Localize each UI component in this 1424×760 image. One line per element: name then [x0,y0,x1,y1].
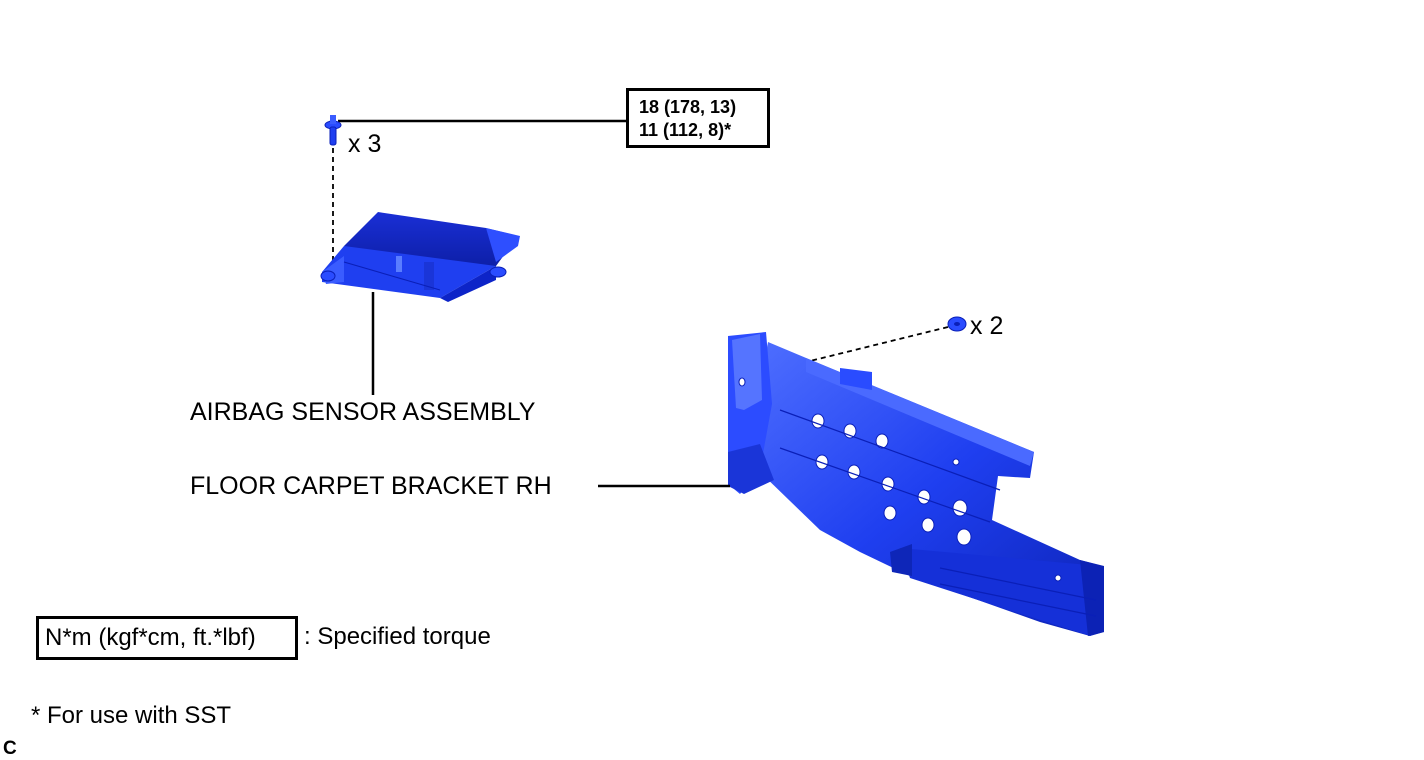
bolt-icon [324,115,342,146]
bolt-quantity-label: x 3 [348,130,382,158]
nut-dashed-line [805,326,949,363]
airbag-sensor-drawing [320,212,520,302]
corner-mark: C [3,738,17,759]
nut-icon [947,316,967,332]
sst-footnote: * For use with SST [31,702,232,729]
torque-spec-line-1: 18 (178, 13) [639,97,737,117]
torque-unit-legend-box: N*m (kgf*cm, ft.*lbf) [36,616,298,660]
airbag-sensor-label: AIRBAG SENSOR ASSEMBLY [190,398,536,426]
torque-unit-legend-desc: : Specified torque [304,623,491,650]
floor-bracket-label: FLOOR CARPET BRACKET RH [190,472,552,500]
nut-quantity-label: x 2 [970,312,1004,340]
torque-spec-line-2: 11 (112, 8)* [639,120,732,140]
floor-bracket-drawing [728,332,1104,636]
torque-spec-box: 18 (178, 13) 11 (112, 8)* [626,88,770,148]
